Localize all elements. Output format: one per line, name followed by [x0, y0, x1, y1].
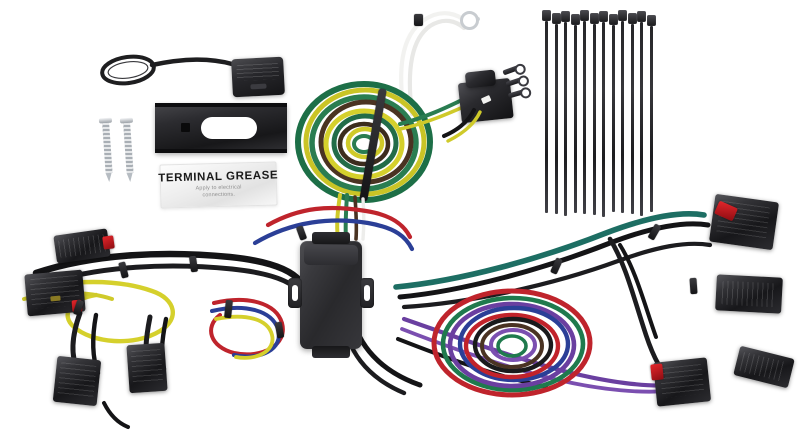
module-wire-gland-top: [312, 232, 350, 244]
bottom-left-connector-a: [52, 355, 102, 407]
zip-tie: [542, 10, 551, 213]
bottom-left-connector-b: [126, 342, 168, 394]
bracket-oval-slot: [201, 117, 257, 139]
right-connector-lower: [715, 274, 783, 314]
bracket-edge-notch: [155, 149, 287, 153]
bottom-right-connector-lock-tab: [650, 363, 664, 381]
left-connector-latch: [50, 295, 61, 302]
zip-tie: [551, 13, 561, 214]
zip-tie: [608, 14, 618, 212]
module-mount-tab-right: [360, 278, 374, 308]
zip-tie: [637, 11, 646, 216]
flat-4-connector-collar: [464, 69, 497, 89]
cover-emblem: [250, 83, 267, 90]
converter-module: [300, 241, 362, 349]
dust-cover-tether: [100, 54, 235, 86]
plug-exit-wires: [442, 108, 482, 143]
zip-tie: [627, 13, 637, 214]
zip-tie-on-ground-wire: [414, 14, 423, 26]
ring-terminal: [460, 11, 479, 30]
zip-tie-group: [542, 8, 656, 217]
module-mount-tab-left: [288, 278, 302, 308]
zip-tie: [561, 11, 570, 216]
mounting-bracket: [155, 103, 287, 153]
mounting-screw: [98, 117, 116, 183]
mounting-screw: [119, 117, 137, 183]
zip-tie: [580, 10, 589, 214]
dust-cover: [231, 56, 285, 98]
vehicle-harness-wiring: [22, 193, 713, 429]
bracket-edge-notch: [155, 103, 287, 107]
zip-tie: [589, 13, 599, 215]
flat-4-pin-eye: [517, 75, 530, 88]
zip-tie: [570, 14, 580, 213]
harness-zip-tie: [689, 277, 698, 295]
flat-4-pin-eye: [519, 86, 532, 99]
zip-tie: [646, 15, 656, 212]
zip-tie: [599, 11, 608, 217]
module-top-face: [304, 245, 358, 265]
bracket-square-hole: [181, 123, 190, 132]
zip-tie: [618, 10, 627, 213]
grease-packet-title: TERMINAL GREASE: [158, 169, 279, 185]
module-wire-gland-bottom: [312, 346, 350, 358]
left-connector-upper-lock-tab: [102, 235, 115, 250]
flat-4-pin-eye: [514, 63, 527, 76]
